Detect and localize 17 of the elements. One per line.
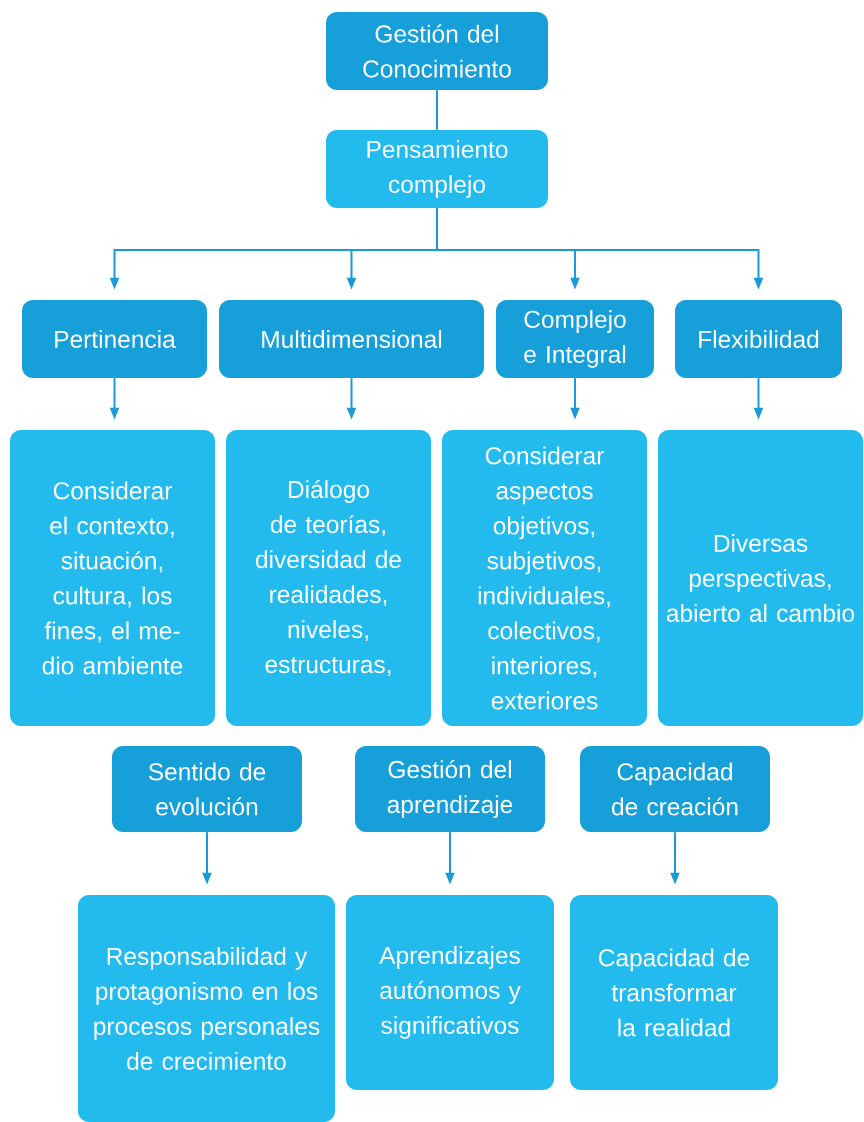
concept-box: Flexibilidad bbox=[675, 300, 842, 378]
description-box: Considerar aspectos objetivos, subjetivos, individuales, colectivos, interiores, exteriores bbox=[442, 430, 647, 726]
concept-box: Complejo e Integral bbox=[496, 300, 654, 378]
concept-box: Pertinencia bbox=[22, 300, 207, 378]
description-box: Responsabilidad y protagonismo en los procesos personales de crecimiento bbox=[78, 895, 335, 1122]
description-box: Pensamiento complejo bbox=[326, 130, 548, 208]
description-box: Diversas perspectivas, abierto al cambio bbox=[658, 430, 863, 726]
concept-box: Multidimensional bbox=[219, 300, 484, 378]
description-box: Aprendizajes autónomos y significativos bbox=[346, 895, 554, 1090]
connector-line bbox=[436, 89, 438, 131]
concept-box: Gestión del aprendizaje bbox=[355, 746, 545, 832]
concept-box: Sentido de evolución bbox=[112, 746, 302, 832]
concept-box: Gestión del Conocimiento bbox=[326, 12, 548, 90]
description-box: Considerar el contexto, situación, cultura, los fines, el me- dio ambiente bbox=[10, 430, 215, 726]
description-box: Capacidad de transformar la realidad bbox=[570, 895, 778, 1090]
description-box: Diálogo de teorías, diversidad de realidades, niveles, estructuras, bbox=[226, 430, 431, 726]
concept-box: Capacidad de creación bbox=[580, 746, 770, 832]
